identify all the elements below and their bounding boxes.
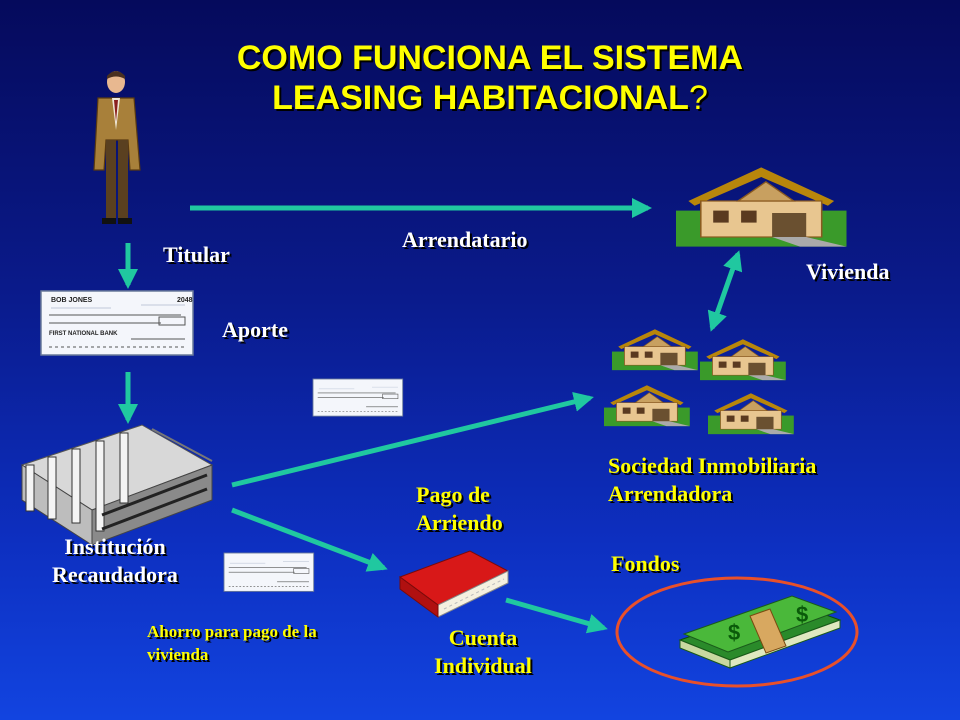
label-sociedad: Sociedad Inmobiliaria Arrendadora	[608, 452, 816, 508]
page-title-suffix: ?	[688, 79, 708, 117]
house-icon	[675, 166, 848, 248]
arrow-sociedad-vivienda-bidirectional	[707, 250, 743, 332]
label-arrendatario: Arrendatario	[402, 227, 528, 252]
label-aporte: Aporte	[222, 317, 288, 342]
label-institucion-line1: Institución	[64, 534, 166, 559]
label-sociedad-line2: Arrendadora	[608, 481, 733, 506]
arrow-institucion-to-sociedad	[231, 392, 594, 488]
page-title: COMO FUNCIONA EL SISTEMA LEASING HABITAC…	[150, 38, 830, 118]
check-number: 2048	[177, 297, 193, 304]
check-payer: BOB JONES	[51, 297, 93, 304]
check-small-icon	[223, 552, 315, 592]
label-institucion: Institución Recaudadora	[30, 533, 200, 589]
label-institucion-line2: Recaudadora	[52, 562, 178, 587]
label-pago-line1: Pago de	[416, 482, 490, 507]
label-fondos: Fondos	[611, 551, 680, 576]
label-pago-line2: Arriendo	[416, 510, 503, 535]
label-cuenta-individual: Cuenta Individual	[413, 624, 553, 680]
label-sociedad-line1: Sociedad Inmobiliaria	[608, 453, 817, 478]
arrow-institucion-to-cuenta	[231, 507, 388, 572]
check-small-icon	[312, 378, 404, 417]
page-title-line1: COMO FUNCIONA EL SISTEMA	[236, 39, 744, 77]
money-icon: $ $	[678, 595, 842, 669]
fondos-ellipse	[615, 576, 859, 688]
label-titular: Titular	[163, 242, 230, 267]
label-vivienda: Vivienda	[806, 259, 890, 284]
check-icon: BOB JONES 2048 FIRST NATIONAL BANK	[40, 290, 194, 356]
book-icon	[398, 550, 510, 618]
label-ahorro-line1: Ahorro para pago de la	[147, 622, 317, 641]
label-cuenta-line2: Individual	[434, 653, 532, 678]
label-ahorro: Ahorro para pago de la vivienda	[147, 620, 317, 666]
arrow-cuenta-to-fondos	[505, 597, 608, 634]
person-icon	[93, 71, 141, 224]
house-cluster-icon	[603, 328, 795, 435]
page-title-line2: LEASING HABITACIONAL?	[150, 78, 830, 118]
page-title-line2-text: LEASING HABITACIONAL	[272, 79, 689, 117]
svg-text:$: $	[728, 620, 740, 645]
check-bank: FIRST NATIONAL BANK	[49, 331, 118, 337]
label-ahorro-line2: vivienda	[147, 645, 209, 664]
label-cuenta-line1: Cuenta	[448, 625, 518, 650]
label-pago-arriendo: Pago de Arriendo	[416, 481, 503, 537]
svg-text:$: $	[796, 602, 808, 627]
building-icon	[20, 424, 214, 546]
